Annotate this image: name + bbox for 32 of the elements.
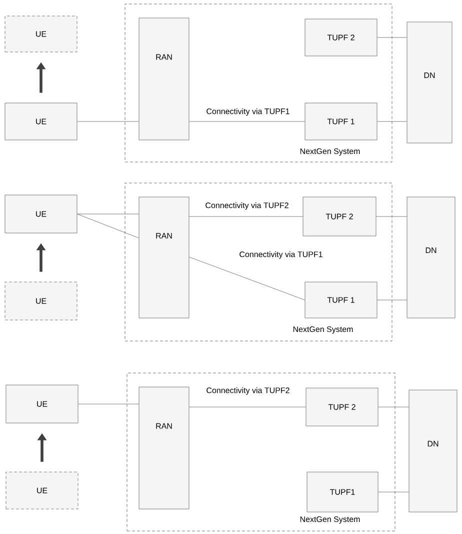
dn-box: DN <box>408 390 458 512</box>
ue-box: UE <box>4 282 78 320</box>
connection-line <box>377 37 407 38</box>
ran-box: RAN <box>138 18 190 140</box>
connection-line <box>189 216 303 217</box>
edge-label: Connectivity via TUPF2 <box>205 386 291 396</box>
tupf-box: TUPF 2 <box>302 196 376 236</box>
tupf-box: TUPF1 <box>306 472 378 512</box>
edge-label: Connectivity via TUPF1 <box>238 250 324 260</box>
edge-label: Connectivity via TUPF2 <box>204 201 290 211</box>
connection-line <box>189 121 305 122</box>
dn-box: DN <box>406 22 452 144</box>
ue-box: UE <box>6 384 78 424</box>
connection-line <box>77 214 139 238</box>
connection-line <box>378 406 409 408</box>
ue-box: UE <box>4 102 78 140</box>
ue-box: UE <box>6 472 78 510</box>
connection-line <box>377 121 407 122</box>
connection-line <box>77 121 139 122</box>
tupf-box: TUPF 2 <box>306 388 378 426</box>
tupf-box: TUPF 1 <box>304 102 378 140</box>
connection-line <box>189 406 306 408</box>
connection-line <box>376 216 407 217</box>
ran-box: RAN <box>138 386 190 510</box>
tupf-box: TUPF 2 <box>304 18 378 56</box>
ue-box: UE <box>4 16 78 52</box>
connection-line <box>189 256 305 300</box>
tupf-box: TUPF 1 <box>304 282 378 318</box>
edge-label: Connectivity via TUPF1 <box>205 107 291 117</box>
ran-box: RAN <box>138 196 190 318</box>
dn-box: DN <box>406 196 456 318</box>
ue-box: UE <box>4 194 78 234</box>
